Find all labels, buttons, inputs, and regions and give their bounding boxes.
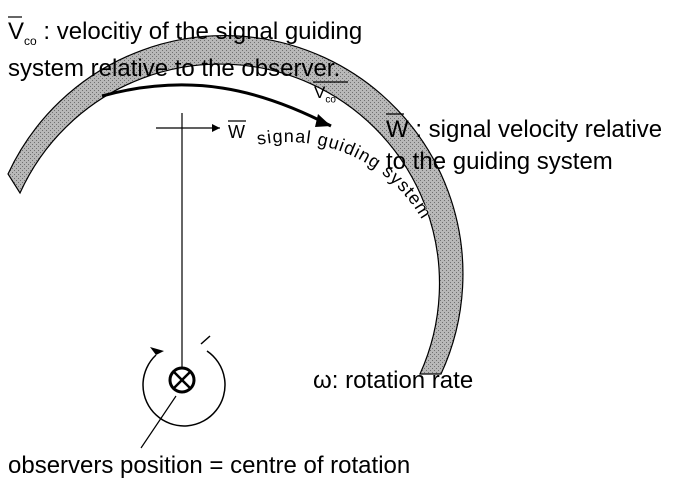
w-definition-line-1: W : signal velocity relative (386, 118, 662, 142)
observer-position-label: observers position = centre of rotation (8, 452, 411, 479)
w-symbol: W (386, 116, 409, 143)
rotation-arc (142, 350, 226, 427)
w-definition-line-2: to the guiding system (386, 148, 613, 175)
vco-subscript: co (24, 33, 37, 48)
vco-arrow-subscript: co (325, 94, 336, 106)
vco-symbol: V (8, 18, 25, 45)
omega-symbol: ω (313, 367, 332, 394)
rotation-rate-label: ω: rotation rate (313, 369, 473, 393)
vco-description-1: velocitiy of the signal guiding (56, 18, 363, 45)
observer-x-2 (173, 371, 191, 389)
rotation-end-tick (200, 335, 211, 345)
rotation-rate-text: : rotation rate (331, 367, 474, 394)
w-description-1: signal velocity relative (428, 116, 663, 143)
w-colon: : (408, 116, 429, 143)
band-w-symbol: W (228, 122, 245, 142)
observer-leader-line (140, 395, 177, 449)
vco-definition-line-2: system relative to the observer. (8, 55, 341, 82)
velocity-arrow (101, 83, 332, 128)
vco-arrow-label: Vco (314, 84, 336, 105)
vco-definition-line-1: Vco : velocitiy of the signal guiding (8, 20, 362, 47)
vco-colon: : (43, 18, 57, 45)
rotation-arrowhead (150, 347, 164, 355)
signal-guiding-band (7, 34, 464, 375)
vco-arrow-symbol: V (314, 83, 326, 102)
signal-velocity-arrowhead (212, 124, 220, 132)
velocity-arrowhead (315, 114, 331, 127)
